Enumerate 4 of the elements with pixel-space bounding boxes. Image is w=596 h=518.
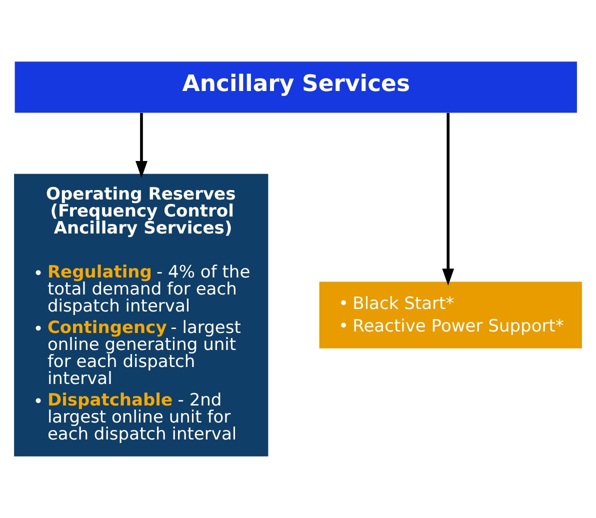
arrow: [442, 112, 454, 286]
arrow: [136, 112, 148, 178]
node-box: • Black Start* • Reactive Power Support*: [319, 282, 582, 348]
node-box: Ancillary Services: [14, 62, 577, 113]
